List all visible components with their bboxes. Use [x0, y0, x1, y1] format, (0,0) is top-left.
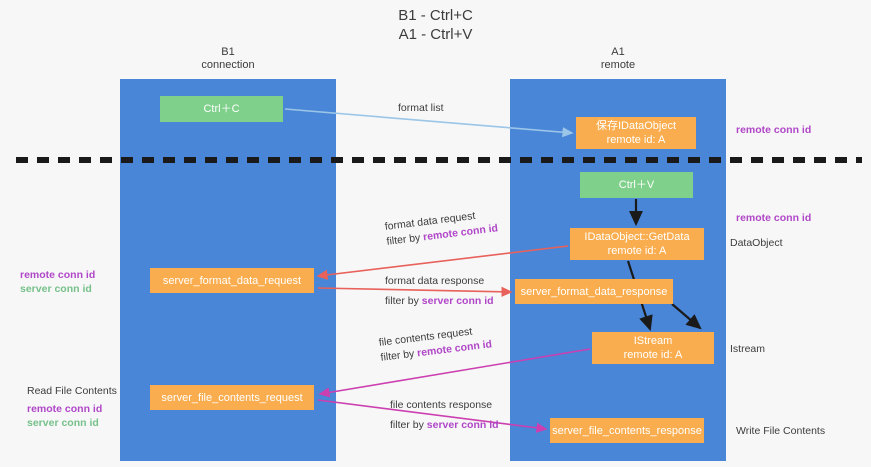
node-idataobject-getdata-subtitle: remote id: A — [607, 245, 667, 257]
node-ctrl-c[interactable]: Ctrl＋C — [160, 96, 283, 122]
node-server-file-contents-request-label: server_file_contents_request — [161, 391, 303, 404]
edge-label-format-list: format list — [398, 102, 444, 114]
node-save-idataobject-title: 保存IDataObject — [595, 120, 677, 132]
node-ctrl-v-label: Ctrl＋V — [618, 179, 655, 191]
edge-label-file-contents-response-line1: file contents response — [390, 399, 493, 411]
node-server-format-data-response-label: server_format_data_response — [520, 285, 668, 298]
filter-prefix: filter by — [385, 295, 422, 307]
annotation-dataobject: DataObject — [730, 237, 783, 249]
annotation-left-conn-ids-bottom: remote conn id server conn id — [27, 402, 102, 430]
annotation-remote-conn-id-top: remote conn id — [736, 124, 812, 136]
edge-label-format-data-response: format data response filter by server co… — [385, 274, 494, 309]
edge-label-file-contents-response: file contents response filter by server … — [390, 398, 499, 433]
annotation-left-remote-conn-id: remote conn id — [20, 269, 96, 281]
node-idataobject-getdata-title: IDataObject::GetData — [584, 231, 690, 243]
node-server-format-data-response[interactable]: server_format_data_response — [515, 279, 673, 304]
edge-label-file-contents-response-line2: filter by server conn id — [390, 418, 499, 433]
node-istream-subtitle: remote id: A — [623, 349, 683, 361]
annotation-istream: Istream — [730, 343, 766, 355]
node-server-format-data-request[interactable]: server_format_data_request — [150, 268, 314, 293]
node-server-format-data-request-label: server_format_data_request — [162, 274, 302, 287]
filter-key-server-conn-id: server conn id — [421, 295, 494, 307]
column-header-b1: B1 connection — [201, 46, 255, 71]
annotation-left-conn-ids-top: remote conn id server conn id — [20, 268, 95, 296]
annotation-remote-conn-id-mid: remote conn id — [736, 212, 812, 224]
annotation-left-server-conn-id-2: server conn id — [27, 417, 99, 429]
edge-label-format-data-response-line1: format data response — [385, 275, 485, 287]
node-save-idataobject-subtitle: remote id: A — [606, 134, 666, 146]
page-title: B1 - Ctrl+C A1 - Ctrl+V — [398, 7, 473, 43]
node-istream[interactable]: IStream remote id: A — [592, 332, 714, 364]
node-ctrl-c-label: Ctrl＋C — [203, 103, 240, 115]
filter-prefix: filter by — [379, 347, 418, 364]
node-server-file-contents-response[interactable]: server_file_contents_response — [550, 418, 704, 443]
annotation-read-file-contents: Read File Contents — [27, 385, 117, 397]
node-istream-title: IStream — [633, 335, 673, 347]
node-save-idataobject[interactable]: 保存IDataObject remote id: A — [576, 117, 696, 149]
edge-label-file-contents-request: file contents request filter by remote c… — [378, 322, 493, 365]
edge-label-format-data-request: format data request filter by remote con… — [384, 206, 499, 249]
node-server-file-contents-response-label: server_file_contents_response — [552, 424, 702, 437]
filter-key-server-conn-id: server conn id — [426, 419, 499, 431]
annotation-write-file-contents: Write File Contents — [736, 425, 826, 437]
node-server-file-contents-request[interactable]: server_file_contents_request — [150, 385, 314, 410]
node-ctrl-v[interactable]: Ctrl＋V — [580, 172, 693, 198]
node-idataobject-getdata[interactable]: IDataObject::GetData remote id: A — [570, 228, 704, 260]
annotation-left-server-conn-id: server conn id — [20, 283, 92, 295]
annotation-left-remote-conn-id-2: remote conn id — [27, 403, 103, 415]
column-header-a1: A1 remote — [600, 46, 636, 71]
edge-label-format-data-response-line2: filter by server conn id — [385, 294, 494, 309]
filter-prefix: filter by — [390, 419, 427, 431]
filter-prefix: filter by — [385, 231, 424, 248]
